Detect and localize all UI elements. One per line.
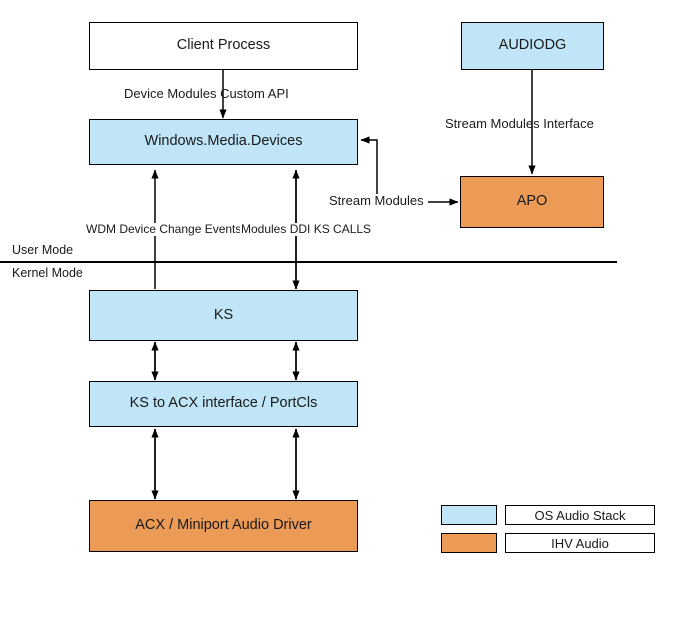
edge-label-stream-modules: Stream Modules	[327, 193, 426, 209]
edge-label-stream-modules-interface: Stream Modules Interface	[445, 116, 594, 131]
legend-swatch-ihv-audio	[441, 533, 497, 553]
edge-label-wdm-device-change-events: WDM Device Change Events	[85, 222, 243, 237]
label-kernel-mode: Kernel Mode	[12, 266, 83, 280]
legend-swatch-os-audio-stack	[441, 505, 497, 525]
legend-item-os-audio-stack: OS Audio Stack	[505, 505, 655, 525]
node-client-process-label: Client Process	[176, 37, 271, 54]
node-ks-to-acx-label: KS to ACX interface / PortCls	[129, 395, 318, 412]
label-user-mode: User Mode	[12, 243, 74, 257]
node-acx-miniport: ACX / Miniport Audio Driver	[89, 500, 358, 552]
node-ks: KS	[89, 290, 358, 341]
legend-item-ihv-audio: IHV Audio	[505, 533, 655, 553]
node-windows-media-devices: Windows.Media.Devices	[89, 119, 358, 165]
node-ks-to-acx: KS to ACX interface / PortCls	[89, 381, 358, 427]
node-apo-label: APO	[516, 193, 548, 210]
node-acx-miniport-label: ACX / Miniport Audio Driver	[135, 517, 312, 534]
node-audiodg: AUDIODG	[461, 22, 604, 70]
node-audiodg-label: AUDIODG	[498, 37, 567, 54]
legend-label-os-audio-stack: OS Audio Stack	[534, 507, 626, 523]
node-client-process: Client Process	[89, 22, 358, 70]
user-kernel-mode-divider	[0, 261, 617, 263]
legend-label-ihv-audio: IHV Audio	[551, 535, 609, 551]
edge-label-modules-ddi-ks-calls: Modules DDI KS CALLS	[240, 222, 373, 237]
node-apo: APO	[460, 176, 604, 228]
edge-label-device-modules-custom-api: Device Modules Custom API	[124, 86, 289, 101]
node-ks-label: KS	[213, 306, 234, 323]
node-windows-media-devices-label: Windows.Media.Devices	[144, 133, 303, 150]
